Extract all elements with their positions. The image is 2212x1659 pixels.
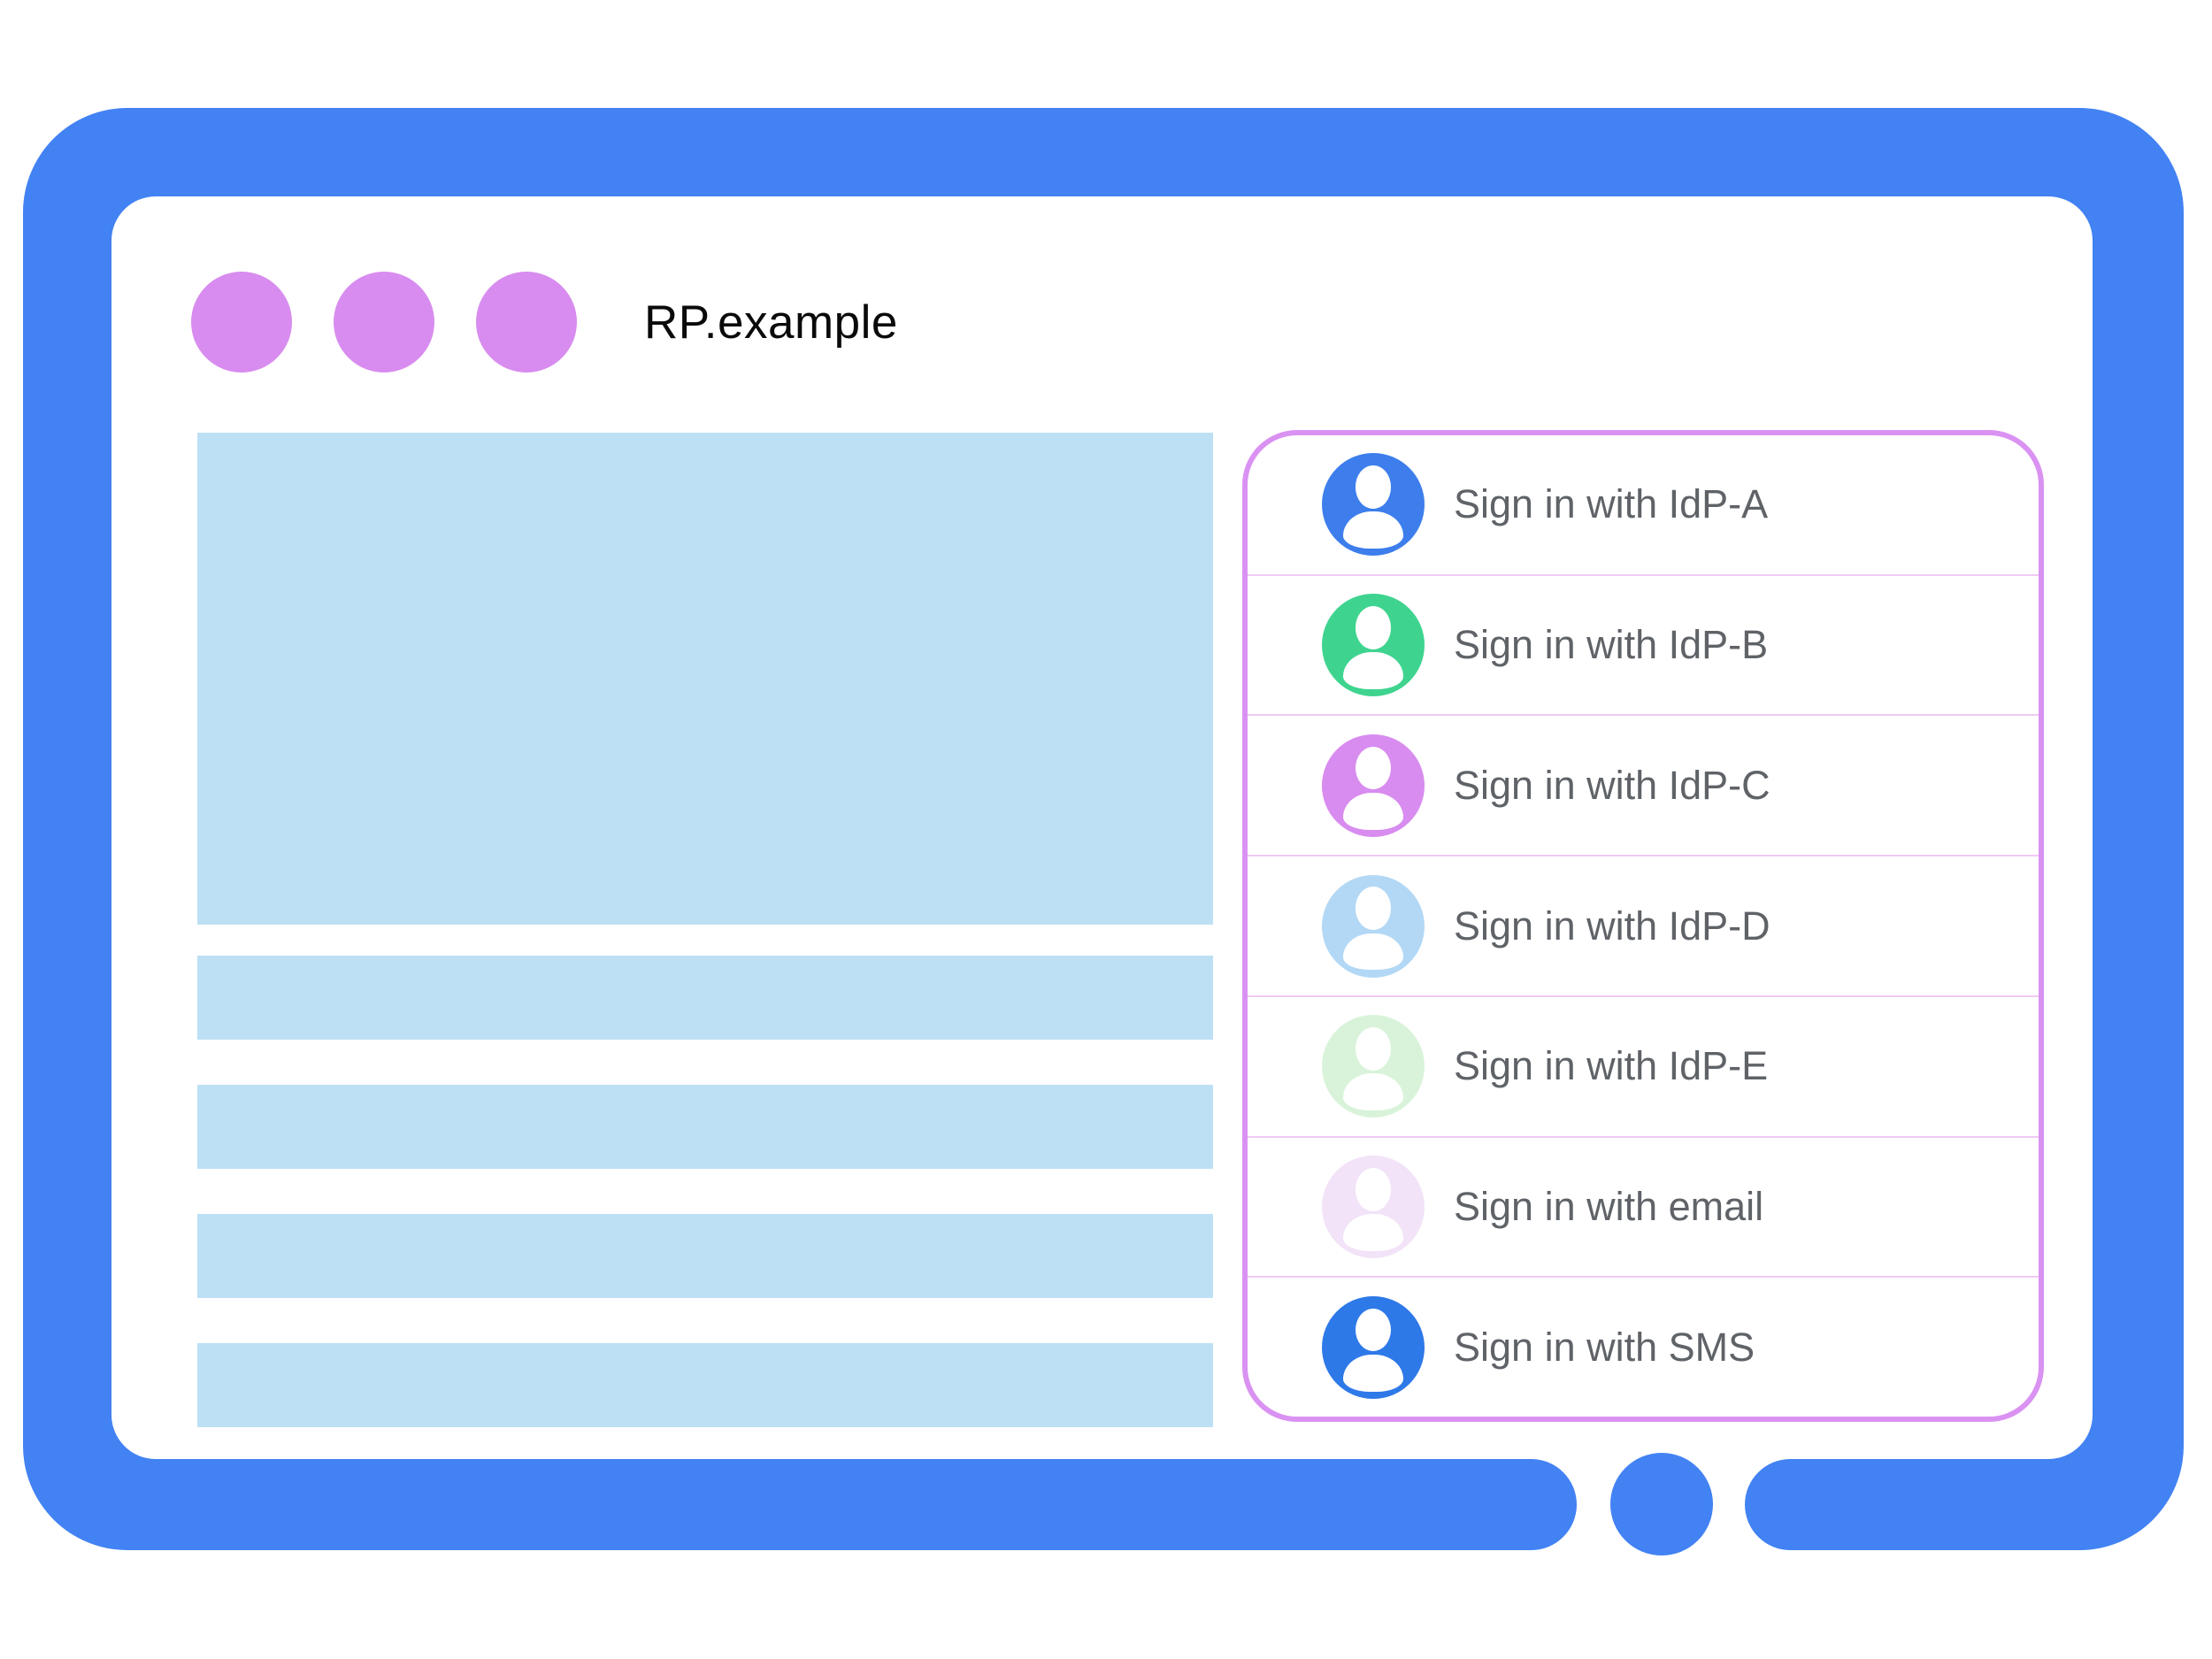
user-avatar-icon: [1322, 1155, 1425, 1258]
signin-option-label: Sign in with SMS: [1454, 1324, 1755, 1370]
frame-bottom-bar-right: [1745, 1459, 1853, 1550]
avatar-body-shape: [1343, 1073, 1403, 1111]
signin-option-idp-a[interactable]: Sign in with IdP-A: [1248, 435, 2039, 574]
signin-option-label: Sign in with email: [1454, 1183, 1764, 1229]
user-avatar-icon: [1322, 733, 1425, 837]
signin-option-label: Sign in with IdP-B: [1454, 622, 1769, 668]
signin-option-idp-e[interactable]: Sign in with IdP-E: [1248, 995, 2039, 1136]
window-control-dots: [191, 272, 577, 373]
avatar-head-shape: [1355, 1027, 1392, 1071]
content-placeholder-hero: [197, 433, 1213, 925]
signin-option-email[interactable]: Sign in with email: [1248, 1135, 2039, 1277]
avatar-head-shape: [1355, 746, 1392, 790]
user-avatar-icon: [1322, 1295, 1425, 1399]
user-avatar-icon: [1322, 594, 1425, 697]
user-avatar-icon: [1322, 453, 1425, 557]
content-placeholder-line: [197, 956, 1213, 1040]
content-placeholder-line: [197, 1085, 1213, 1169]
avatar-head-shape: [1355, 1308, 1392, 1352]
avatar-head-shape: [1355, 605, 1392, 649]
signin-option-label: Sign in with IdP-A: [1454, 481, 1769, 527]
signin-option-idp-c[interactable]: Sign in with IdP-C: [1248, 714, 2039, 855]
content-placeholder-line: [197, 1343, 1213, 1427]
window-dot-icon: [334, 272, 434, 373]
avatar-head-shape: [1355, 465, 1392, 509]
avatar-head-shape: [1355, 887, 1392, 931]
signin-option-idp-b[interactable]: Sign in with IdP-B: [1248, 573, 2039, 715]
avatar-body-shape: [1343, 511, 1403, 549]
signin-option-label: Sign in with IdP-C: [1454, 762, 1770, 808]
user-avatar-icon: [1322, 1015, 1425, 1118]
avatar-body-shape: [1343, 792, 1403, 830]
avatar-body-shape: [1343, 1354, 1403, 1392]
page-title: RP.example: [644, 296, 898, 349]
home-button: [1610, 1453, 1713, 1555]
content-placeholder-line: [197, 1214, 1213, 1298]
account-chooser-panel: Sign in with IdP-A Sign in with IdP-B Sign…: [1242, 430, 2044, 1422]
window-dot-icon: [476, 272, 577, 373]
avatar-head-shape: [1355, 1167, 1392, 1211]
signin-option-idp-d[interactable]: Sign in with IdP-D: [1248, 855, 2039, 995]
avatar-body-shape: [1343, 1214, 1403, 1251]
signin-option-label: Sign in with IdP-E: [1454, 1043, 1769, 1089]
user-avatar-icon: [1322, 874, 1425, 978]
signin-option-label: Sign in with IdP-D: [1454, 902, 1770, 949]
avatar-body-shape: [1343, 652, 1403, 689]
signin-option-sms[interactable]: Sign in with SMS: [1248, 1276, 2039, 1417]
frame-bottom-bar-left: [1469, 1459, 1577, 1550]
avatar-body-shape: [1343, 933, 1403, 971]
window-dot-icon: [191, 272, 292, 373]
